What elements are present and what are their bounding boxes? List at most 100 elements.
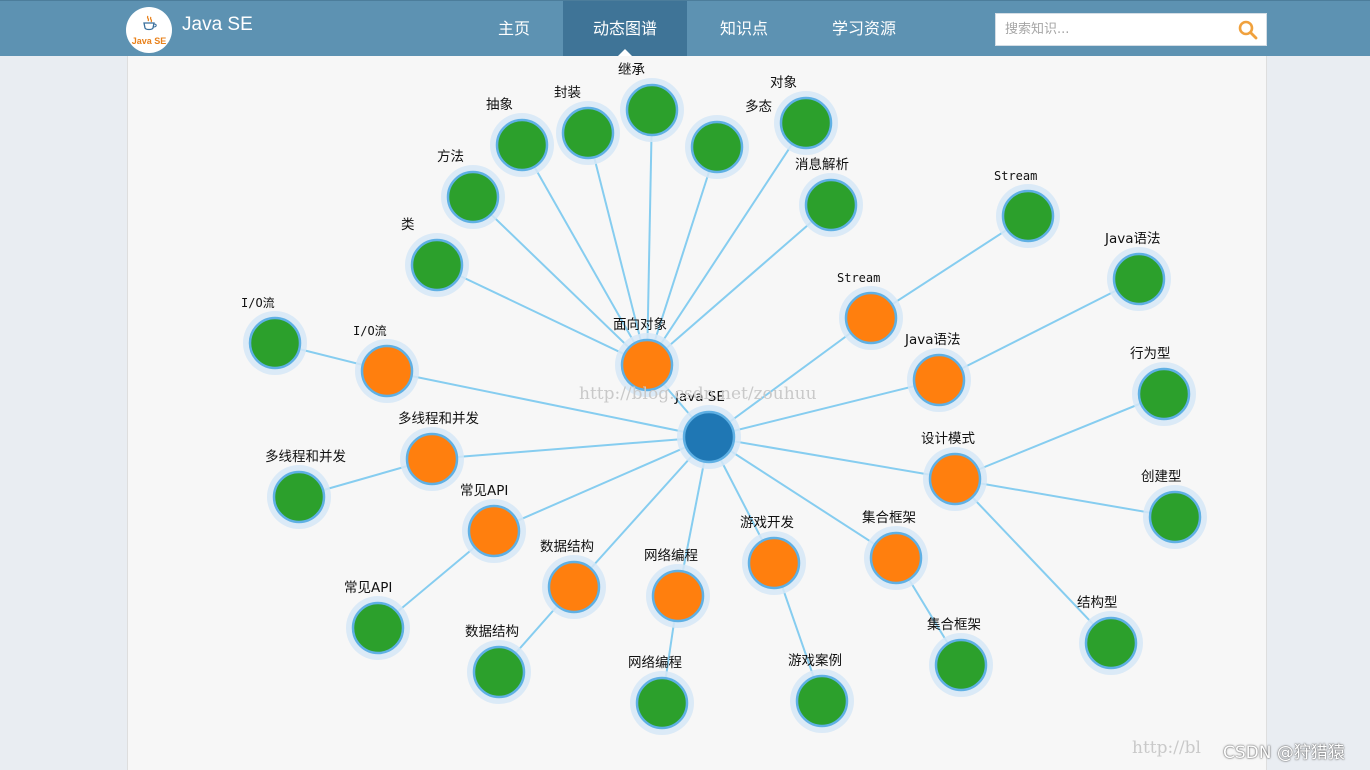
blog-watermark: http://blog.csdn.net/zouhuu: [579, 384, 817, 404]
graph-node-api[interactable]: 常见API: [460, 483, 526, 563]
node-label: Stream: [837, 271, 880, 285]
node-circle[interactable]: [779, 96, 833, 150]
graph-node-coll[interactable]: 集合框架: [862, 510, 928, 590]
search-box: [995, 13, 1267, 46]
graph-node-pattern-create[interactable]: 创建型: [1141, 469, 1207, 549]
nav-resources[interactable]: 学习资源: [831, 19, 896, 38]
node-label: Java SE: [674, 389, 725, 405]
java-logo[interactable]: Java SE: [126, 7, 172, 53]
graph-node-stream[interactable]: Stream: [837, 271, 903, 350]
node-circle[interactable]: [625, 83, 679, 137]
node-label: 多态: [745, 98, 772, 115]
graph-link-stream: [708, 317, 872, 438]
node-circle[interactable]: [635, 676, 689, 730]
graph-node-oop-method[interactable]: 方法: [437, 149, 505, 229]
node-circle[interactable]: [869, 531, 923, 585]
node-circle[interactable]: [844, 291, 898, 345]
node-circle[interactable]: [405, 432, 459, 486]
graph-node-oop-object[interactable]: 对象: [770, 75, 838, 155]
node-circle[interactable]: [446, 170, 500, 224]
search-icon[interactable]: [1238, 20, 1258, 40]
node-circle[interactable]: [272, 470, 326, 524]
node-label: 对象: [770, 75, 797, 91]
node-circle[interactable]: [248, 316, 302, 370]
node-circle[interactable]: [928, 452, 982, 506]
node-circle[interactable]: [547, 560, 601, 614]
graph-node-game[interactable]: 游戏开发: [740, 515, 806, 595]
node-label: 设计模式: [921, 431, 975, 447]
node-label: Java语法: [1104, 231, 1161, 247]
node-circle[interactable]: [561, 106, 615, 160]
graph-node-thread[interactable]: 多线程和并发: [398, 410, 479, 491]
logo-text: Java SE: [131, 36, 167, 46]
node-circle[interactable]: [690, 120, 744, 174]
graph-node-oop-class[interactable]: 类: [401, 217, 469, 297]
node-label: 网络编程: [644, 548, 698, 564]
nav-knowledge[interactable]: 知识点: [719, 19, 768, 38]
node-circle[interactable]: [495, 118, 549, 172]
graph-node-game-leaf[interactable]: 游戏案例: [788, 652, 854, 733]
node-circle[interactable]: [1137, 367, 1191, 421]
graph-node-pattern[interactable]: 设计模式: [921, 431, 987, 511]
graph-node-thread-leaf[interactable]: 多线程和并发: [265, 448, 346, 529]
knowledge-graph[interactable]: Java SE面向对象I/O流多线程和并发常见API数据结构网络编程游戏开发集合…: [128, 56, 1268, 770]
node-circle[interactable]: [1148, 490, 1202, 544]
graph-node-oop[interactable]: 面向对象: [613, 317, 679, 397]
graph-node-io[interactable]: I/O流: [353, 324, 419, 403]
nav-dynamic-graph[interactable]: 动态图谱: [563, 1, 687, 56]
search-input[interactable]: [996, 14, 1226, 45]
graph-node-syntax[interactable]: Java语法: [904, 332, 971, 412]
node-circle[interactable]: [912, 353, 966, 407]
graph-node-coll-leaf[interactable]: 集合框架: [927, 617, 993, 697]
active-caret-icon: [618, 49, 632, 56]
node-label: I/O流: [353, 324, 387, 338]
node-circle[interactable]: [651, 569, 705, 623]
node-circle[interactable]: [795, 674, 849, 728]
node-label: 封装: [554, 85, 581, 101]
graph-node-ds[interactable]: 数据结构: [540, 539, 606, 619]
node-label: 多线程和并发: [265, 448, 346, 465]
graph-link-pattern: [708, 436, 956, 480]
node-circle[interactable]: [351, 601, 405, 655]
graph-link-ds: [573, 436, 710, 588]
graph-node-pattern-struct[interactable]: 结构型: [1077, 595, 1143, 675]
csdn-credit: CSDN @狩猎猿: [1223, 743, 1345, 763]
node-circle[interactable]: [747, 536, 801, 590]
graph-node-net-leaf[interactable]: 网络编程: [628, 655, 694, 735]
graph-node-oop-msg[interactable]: 消息解析: [795, 156, 863, 237]
graph-link-api: [493, 436, 710, 532]
node-circle[interactable]: [1112, 252, 1166, 306]
graph-node-oop-poly[interactable]: 多态: [685, 98, 772, 179]
node-circle[interactable]: [467, 504, 521, 558]
graph-node-io-leaf[interactable]: I/O流: [241, 296, 307, 375]
node-circle[interactable]: [682, 410, 736, 464]
graph-node-oop-abstract[interactable]: 抽象: [486, 97, 554, 177]
node-label: 游戏案例: [788, 652, 842, 669]
node-circle[interactable]: [804, 178, 858, 232]
graph-node-oop-encap[interactable]: 封装: [554, 85, 620, 165]
graph-node-pattern-behave[interactable]: 行为型: [1130, 346, 1196, 426]
graph-node-ds-leaf[interactable]: 数据结构: [465, 624, 531, 704]
node-label: 面向对象: [613, 317, 667, 333]
graph-node-stream-leaf[interactable]: Stream: [994, 169, 1060, 248]
graph-link-io: [386, 370, 710, 438]
node-circle[interactable]: [472, 645, 526, 699]
graph-node-api-leaf[interactable]: 常见API: [344, 580, 410, 660]
node-circle[interactable]: [1001, 189, 1055, 243]
node-circle[interactable]: [360, 344, 414, 398]
graph-node-oop-inherit[interactable]: 继承: [618, 62, 684, 142]
node-label: 创建型: [1141, 469, 1182, 485]
node-circle[interactable]: [934, 638, 988, 692]
node-circle[interactable]: [620, 338, 674, 392]
node-label: 抽象: [486, 97, 513, 113]
coffee-cup-icon: [143, 15, 157, 31]
graph-node-net[interactable]: 网络编程: [644, 548, 710, 628]
graph-node-java-se[interactable]: Java SE: [674, 389, 741, 469]
graph-node-syntax-leaf[interactable]: Java语法: [1104, 231, 1171, 311]
node-circle[interactable]: [1084, 616, 1138, 670]
node-circle[interactable]: [410, 238, 464, 292]
corner-watermark: http://bl: [1132, 738, 1201, 758]
nav-home[interactable]: 主页: [497, 19, 530, 38]
graph-link-oop-inherit: [646, 109, 653, 366]
